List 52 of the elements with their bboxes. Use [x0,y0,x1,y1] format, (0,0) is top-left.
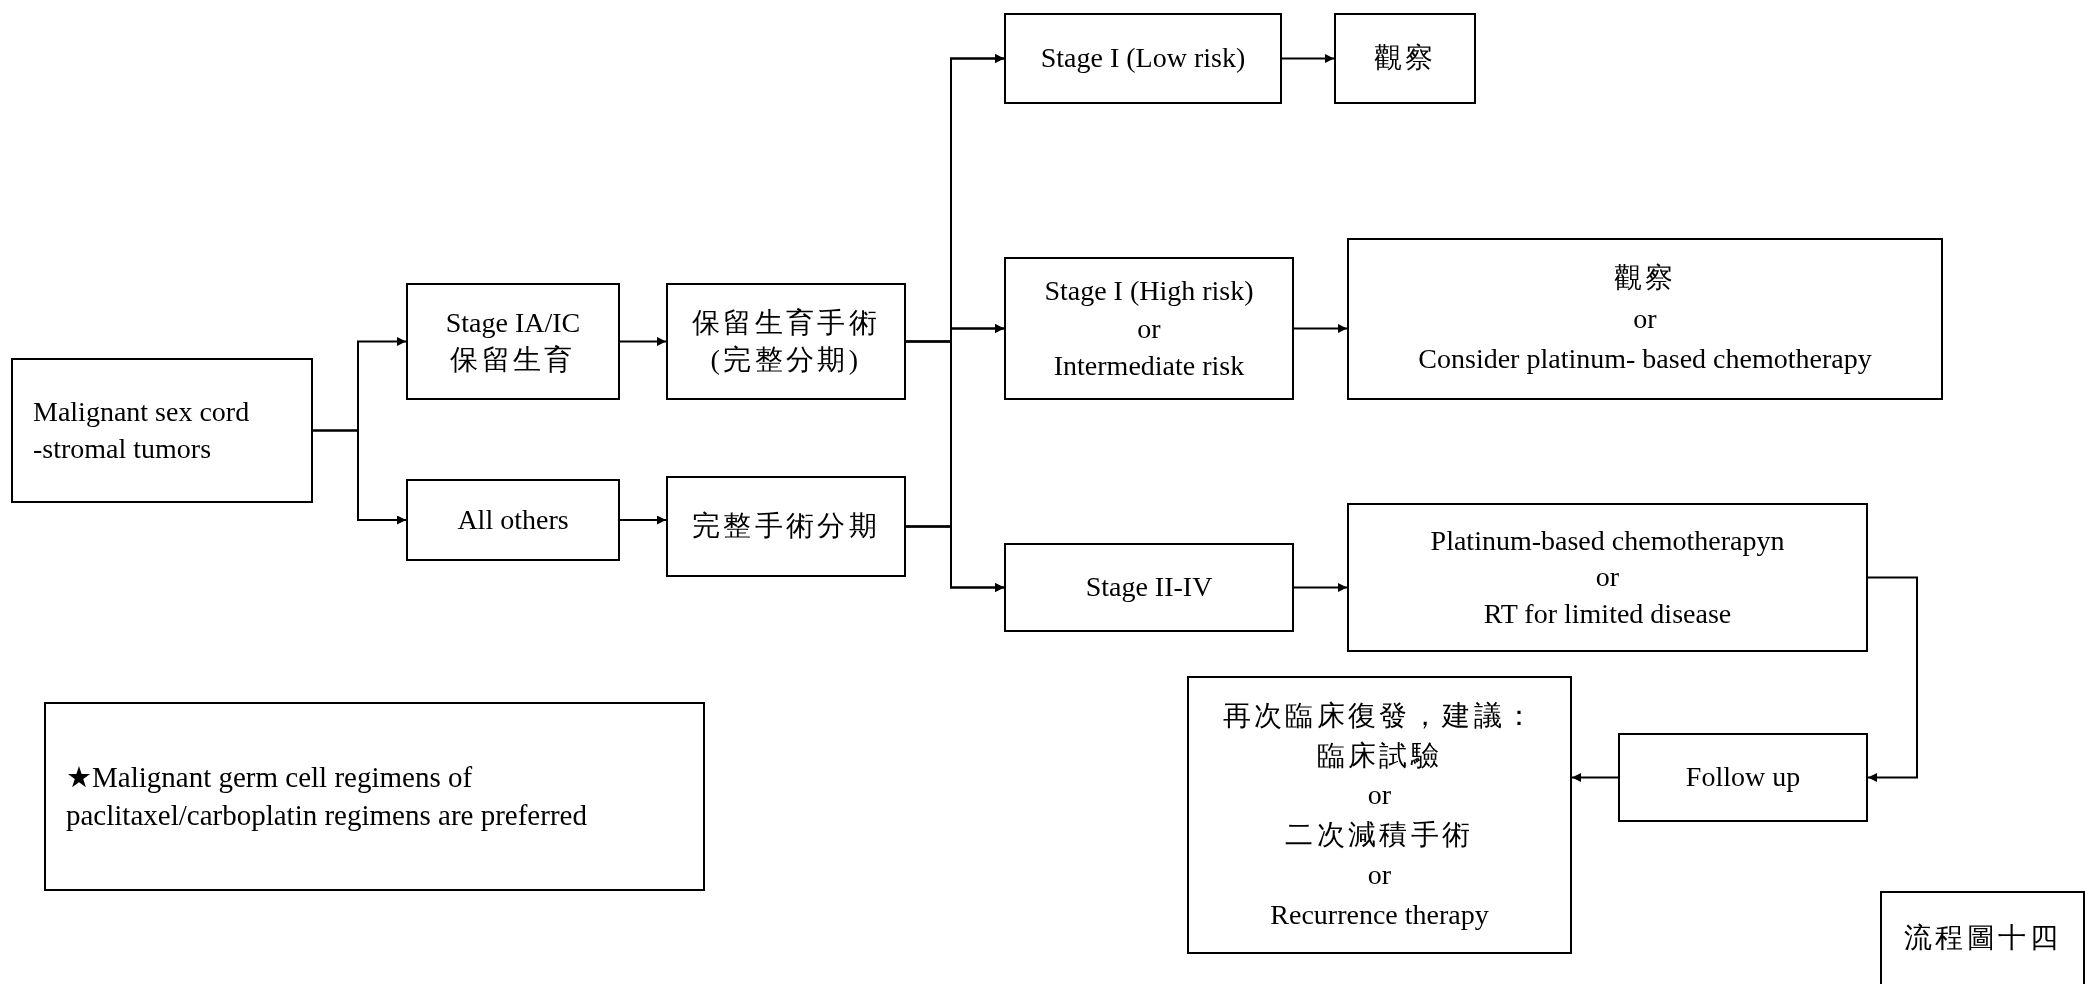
process-box [666,476,906,577]
box-text: Stage II-IV [1085,570,1213,605]
box-text: 再次臨床復發，建議： [1222,698,1537,733]
box-text: 觀察 [1613,261,1677,296]
box-text: or [1367,778,1392,813]
arrow [312,429,407,525]
box-text: 觀察 [1373,41,1437,76]
process-box [1347,503,1868,652]
box-text: 流程圖十四 [1904,921,2061,956]
box-text: 保留生育手術 [691,306,881,341]
process-box [406,283,620,400]
process-box [11,358,313,503]
box-text: 完整手術分期 [691,509,881,544]
arrow [905,525,1005,592]
box-text: or [1137,311,1161,346]
box-text: Follow up [1685,760,1801,795]
box-text: (完整分期) [710,342,862,377]
arrow [619,337,667,346]
box-text: 保留生育 [450,342,576,377]
process-box [406,479,620,561]
arrow [1293,324,1348,333]
box-text: or [1595,560,1620,595]
arrow [619,515,667,525]
process-box [666,283,906,400]
box-text: Platinum-based chemotherapyn [1430,523,1785,558]
box-text: Recurrence therapy [1270,897,1489,932]
arrow [1571,773,1619,782]
box-text: Malignant sex cord -stromal tumors [33,395,251,466]
box-text: Stage I (High risk) [1044,273,1254,308]
note-box [44,702,705,891]
box-text: Stage I (Low risk) [1040,41,1246,76]
box-text: or [1367,857,1392,892]
arrow [1867,576,1918,782]
box-text: 臨床試驗 [1316,738,1443,773]
arrow [1293,583,1348,592]
process-box [1004,13,1282,104]
box-text: All others [457,502,569,537]
box-text: RT for limited disease [1483,596,1732,631]
process-box [1187,676,1572,954]
box-text: or [1633,301,1657,336]
arrow [1281,54,1335,63]
process-box [1347,238,1943,400]
box-text: Intermediate risk [1053,349,1245,384]
note-text: ★Malignant germ cell regimens of paclitaxel/carboplatin regimens are preferred [66,759,588,833]
process-box [1004,257,1294,400]
process-box [1004,543,1294,632]
box-text: 二次減積手術 [1285,818,1474,852]
process-box [1618,733,1868,822]
figure-label-box [1880,891,2085,984]
box-text: Stage IA/IC [445,306,581,341]
box-text: Consider platinum- based chemotherapy [1418,342,1872,377]
process-box [1334,13,1476,104]
